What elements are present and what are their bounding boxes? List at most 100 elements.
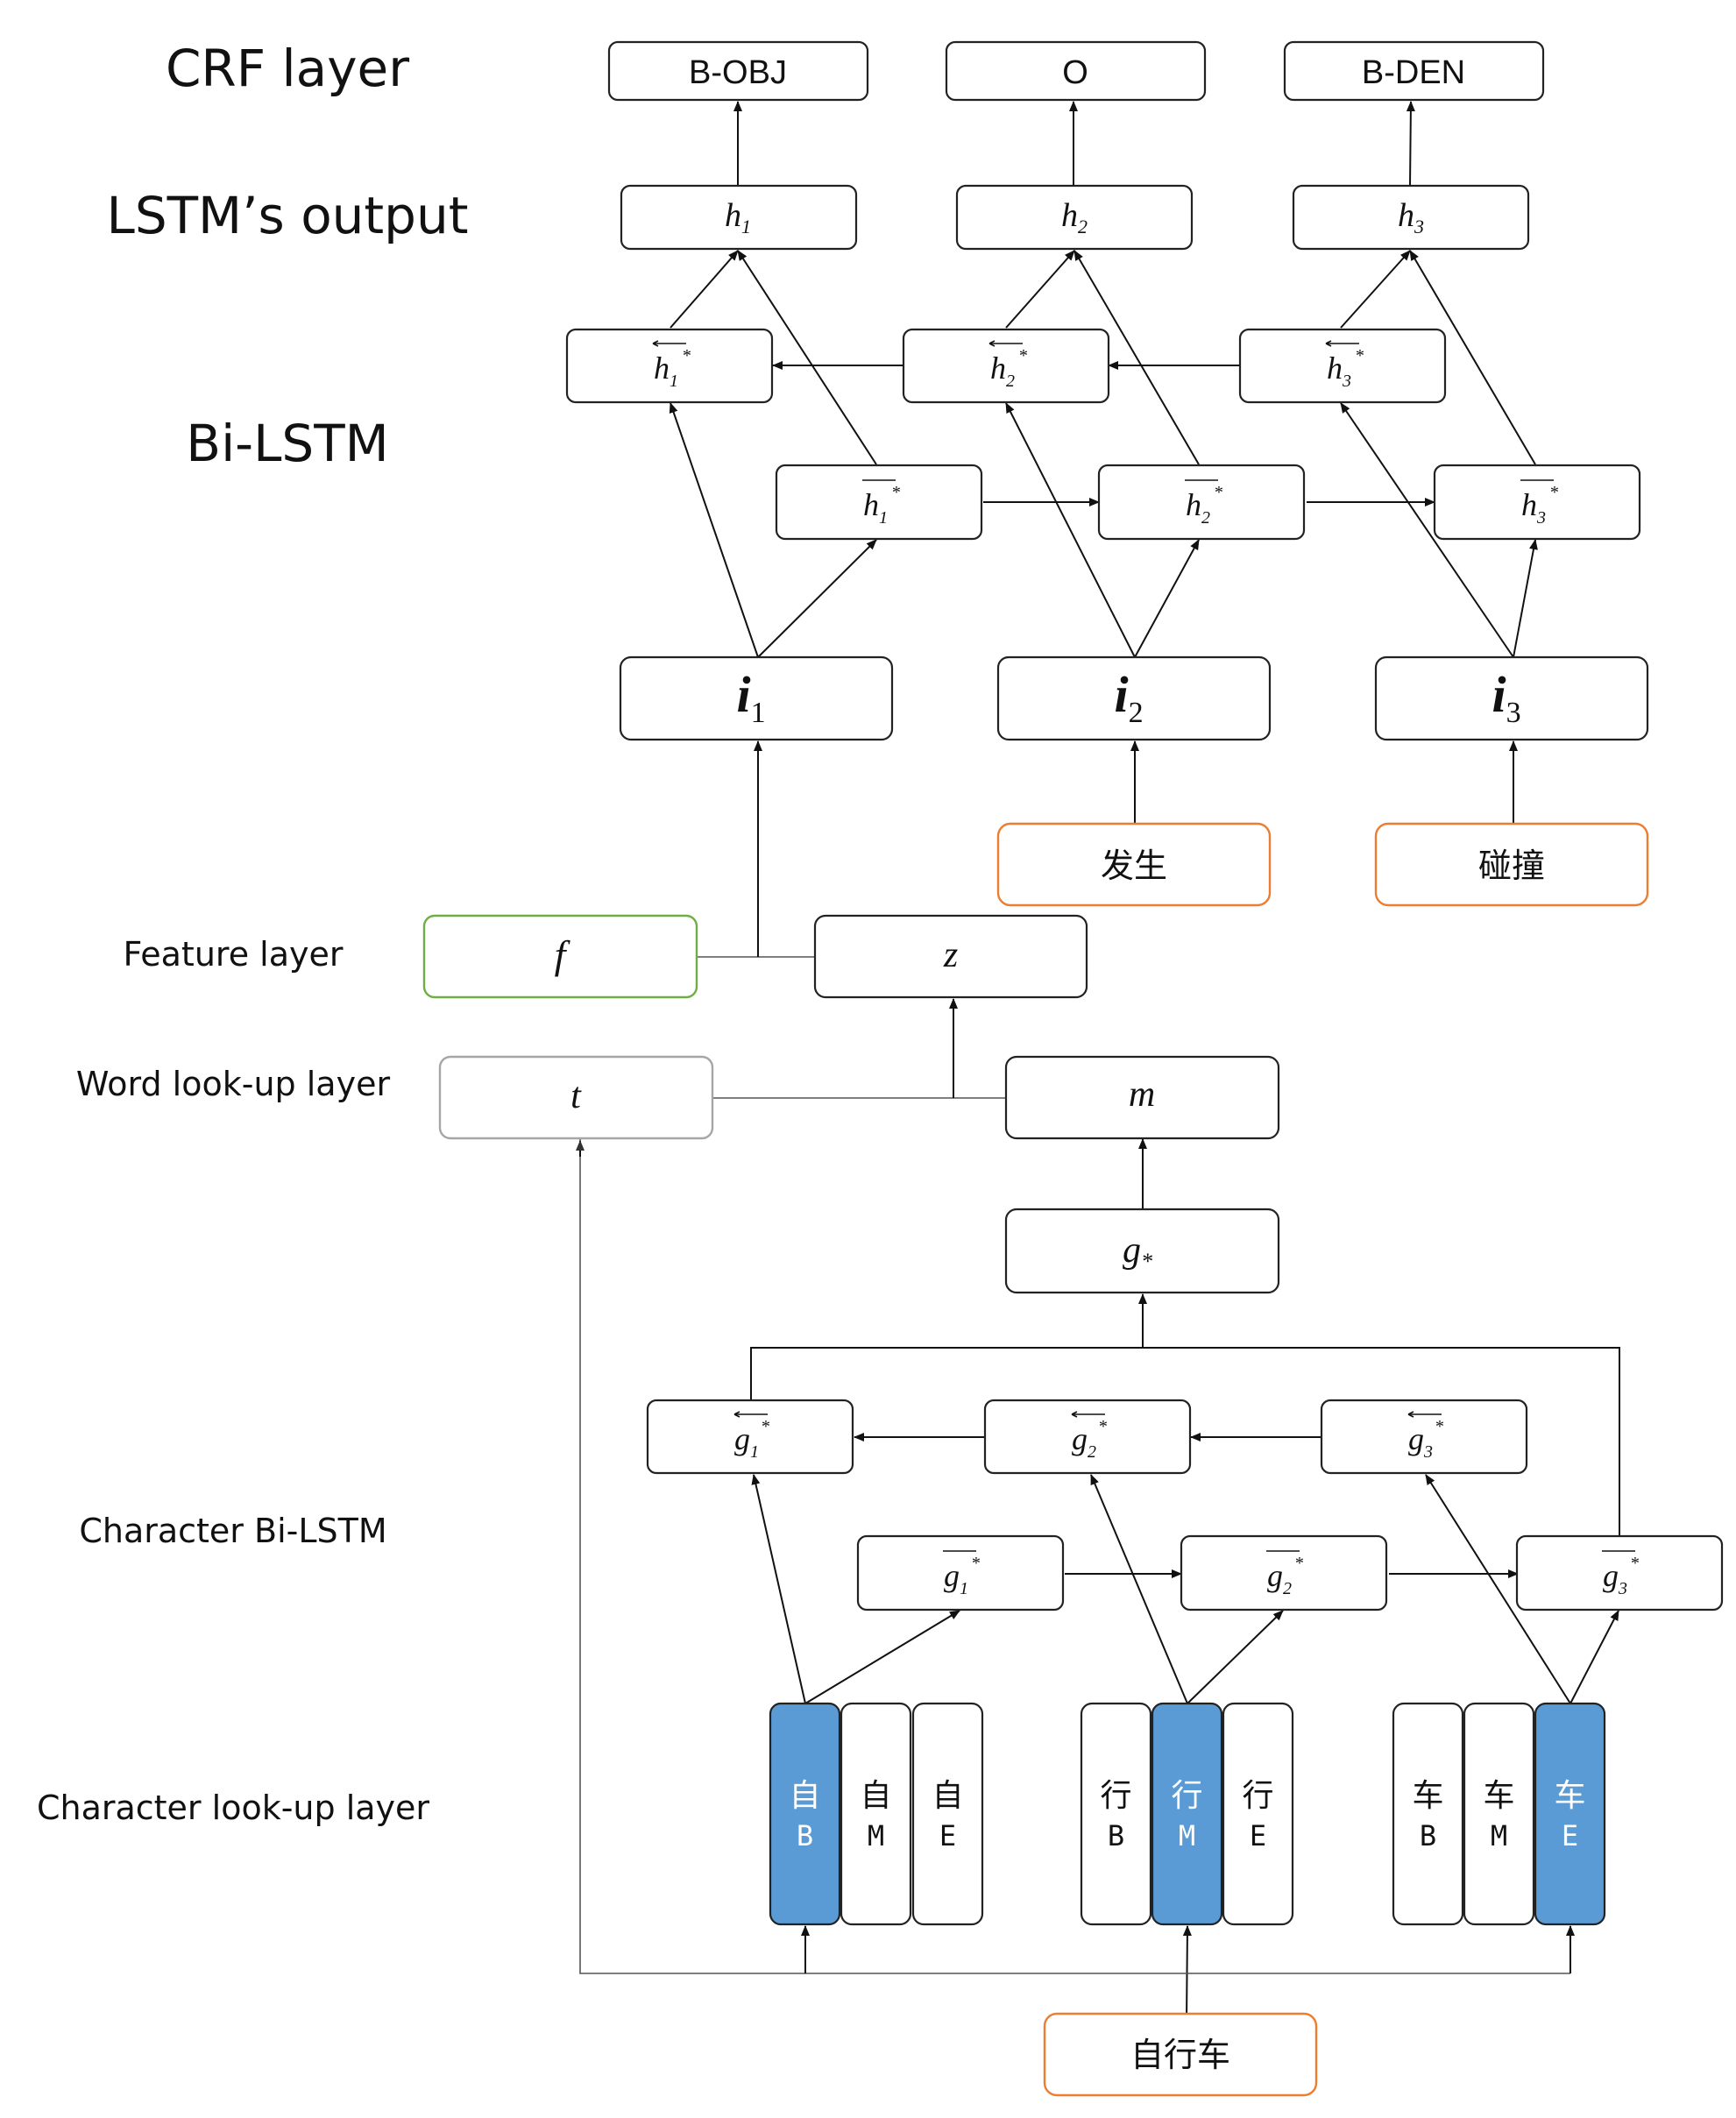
svg-text:h2: h2: [1186, 487, 1210, 528]
char-embedding-pos: E: [939, 1819, 956, 1852]
input-word-box: 自行车: [1043, 2012, 1318, 2097]
g-star-base: g: [1123, 1230, 1141, 1271]
char-embedding-char: 行: [1242, 1778, 1273, 1814]
char-forward-state-3: g3 *: [1515, 1534, 1724, 1612]
char-embedding-char: 自: [932, 1778, 963, 1814]
state-sub: 2: [1201, 508, 1210, 528]
state-sup: *: [1549, 483, 1558, 502]
output-h-3: h3: [1292, 184, 1530, 251]
word-lookup-t-box: t: [438, 1055, 714, 1140]
crf-tag-3: B-DEN: [1283, 40, 1545, 102]
char-embedding-char: 车: [1554, 1778, 1585, 1814]
char-embedding-7: 车B: [1392, 1702, 1464, 1926]
state-sup: *: [891, 483, 900, 502]
feature-z-box: z: [813, 914, 1088, 999]
char-embedding-1: 自B: [769, 1702, 841, 1926]
char-state-sub: 3: [1423, 1442, 1433, 1462]
state-sub: 1: [670, 372, 678, 391]
crf-tag-label: B-OBJ: [689, 54, 787, 91]
svg-text:g1: g1: [734, 1421, 759, 1462]
input-i-1: i1: [619, 655, 894, 741]
char-embedding-cell: [1463, 1702, 1535, 1926]
word-label: 碰撞: [1478, 846, 1545, 885]
state-sub: 1: [879, 508, 888, 528]
char-state-sup: *: [1435, 1417, 1443, 1436]
char-embedding-char: 自: [789, 1778, 820, 1814]
word-lookup-m-label: m: [1129, 1074, 1155, 1115]
char-state-base: g: [734, 1421, 750, 1456]
char-embedding-pos: B: [1108, 1819, 1124, 1852]
layer-label-bilstm: Bi-LSTM: [186, 414, 388, 473]
char-embedding-cell: [1151, 1702, 1223, 1926]
char-embedding-5: 行M: [1151, 1702, 1223, 1926]
char-state-base: g: [1072, 1421, 1088, 1456]
svg-text:g2: g2: [1267, 1558, 1292, 1598]
input-base: i: [736, 666, 750, 723]
state-sup: *: [1214, 483, 1222, 502]
state-sub: 3: [1342, 372, 1351, 391]
char-embedding-char: 行: [1100, 1778, 1131, 1814]
char-embedding-cell: [1392, 1702, 1464, 1926]
char-embedding-cell: [1534, 1702, 1606, 1926]
char-embedding-2: 自M: [840, 1702, 912, 1926]
svg-text:g*: g*: [1123, 1230, 1152, 1274]
feature-f-box: f: [422, 914, 698, 999]
output-h-sub: 1: [741, 216, 751, 237]
layer-label-crf: CRF layer: [166, 39, 409, 98]
char-state-sub: 2: [1283, 1579, 1292, 1598]
svg-text:h1: h1: [725, 197, 751, 237]
char-embedding-pos: E: [1250, 1819, 1266, 1852]
output-h-base: h: [1061, 197, 1078, 234]
char-embedding-6: 行E: [1222, 1702, 1294, 1926]
char-backward-state-1: g1 *: [646, 1399, 854, 1475]
output-h-sub: 2: [1078, 216, 1088, 237]
output-h-sub: 3: [1414, 216, 1424, 237]
char-backward-state-2: g2 *: [983, 1399, 1192, 1475]
state-base: h: [654, 351, 670, 386]
input-sub: 1: [751, 697, 766, 729]
state-sup: *: [1018, 346, 1027, 365]
svg-text:i1: i1: [736, 666, 765, 729]
char-embedding-pos: M: [868, 1819, 884, 1852]
layer-label-char-lookup: Character look-up layer: [37, 1789, 429, 1827]
char-embedding-3: 自E: [911, 1702, 984, 1926]
output-h-base: h: [725, 197, 741, 234]
backward-state-1: h1 *: [565, 328, 774, 404]
input-i-2: i2: [996, 655, 1272, 741]
char-state-base: g: [1408, 1421, 1424, 1456]
input-base: i: [1114, 666, 1128, 723]
crf-tag-label: O: [1062, 54, 1088, 91]
char-state-base: g: [1603, 1558, 1619, 1593]
layer-label-char-bilstm: Character Bi-LSTM: [79, 1512, 386, 1550]
char-embedding-pos: E: [1562, 1819, 1578, 1852]
char-state-sup: *: [1630, 1554, 1639, 1573]
word-box-1: 发生: [996, 822, 1272, 907]
char-embedding-cell: [1080, 1702, 1152, 1926]
layer-label-feature: Feature layer: [123, 935, 343, 974]
svg-text:h3: h3: [1398, 197, 1424, 237]
svg-text:h3: h3: [1327, 351, 1351, 391]
input-base: i: [1492, 666, 1506, 723]
state-base: h: [1186, 487, 1201, 522]
char-embedding-cell: [769, 1702, 841, 1926]
char-state-sub: 1: [960, 1579, 968, 1598]
char-state-sup: *: [971, 1554, 980, 1573]
state-base: h: [1327, 351, 1343, 386]
svg-text:h2: h2: [990, 351, 1015, 391]
svg-text:i3: i3: [1492, 666, 1520, 729]
char-forward-state-2: g2 *: [1180, 1534, 1388, 1612]
svg-text:h2: h2: [1061, 197, 1088, 237]
char-embedding-char: 自: [860, 1778, 891, 1814]
svg-text:g1: g1: [944, 1558, 968, 1598]
state-base: h: [863, 487, 879, 522]
backward-state-3: h3 *: [1238, 328, 1447, 404]
layer-label-word-lookup: Word look-up layer: [76, 1065, 391, 1103]
input-i-3: i3: [1374, 655, 1649, 741]
input-sub: 3: [1506, 697, 1521, 729]
svg-text:h1: h1: [863, 487, 888, 528]
word-box-2: 碰撞: [1374, 822, 1649, 907]
input-sub: 2: [1129, 697, 1144, 729]
state-base: h: [990, 351, 1006, 386]
